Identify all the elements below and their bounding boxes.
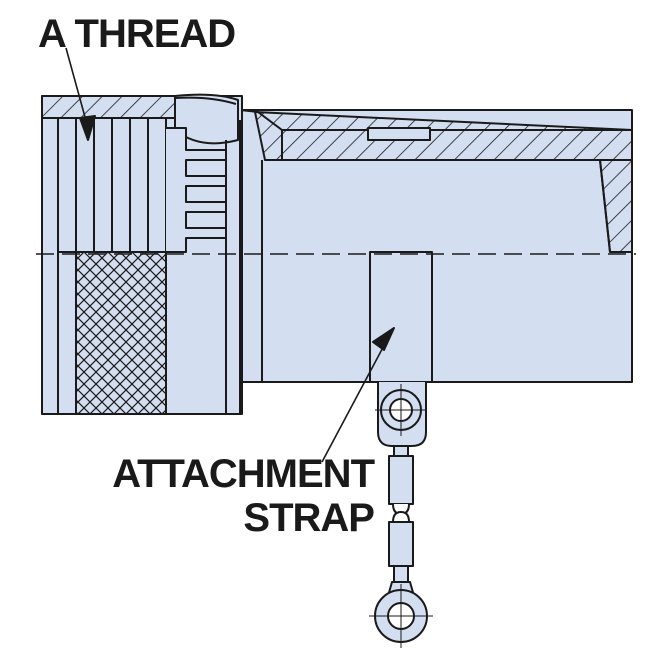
strap-ring-top bbox=[375, 382, 427, 447]
coupling-nut bbox=[41, 93, 243, 415]
thread-label: A THREAD bbox=[38, 12, 236, 56]
thread-arrow bbox=[79, 115, 96, 141]
thread-leader bbox=[65, 47, 89, 129]
rear-body bbox=[239, 109, 633, 383]
attachment-label-line2: STRAP bbox=[243, 496, 375, 540]
attachment-label-line1: ATTACHMENT bbox=[112, 452, 375, 496]
attachment-strap-label: ATTACHMENT STRAP bbox=[112, 452, 375, 540]
strap-leader bbox=[321, 337, 389, 463]
strap-arrow bbox=[372, 327, 395, 351]
strap-boss bbox=[369, 251, 433, 383]
strap-ring-bottom bbox=[369, 581, 433, 648]
strap-wire bbox=[388, 445, 414, 583]
